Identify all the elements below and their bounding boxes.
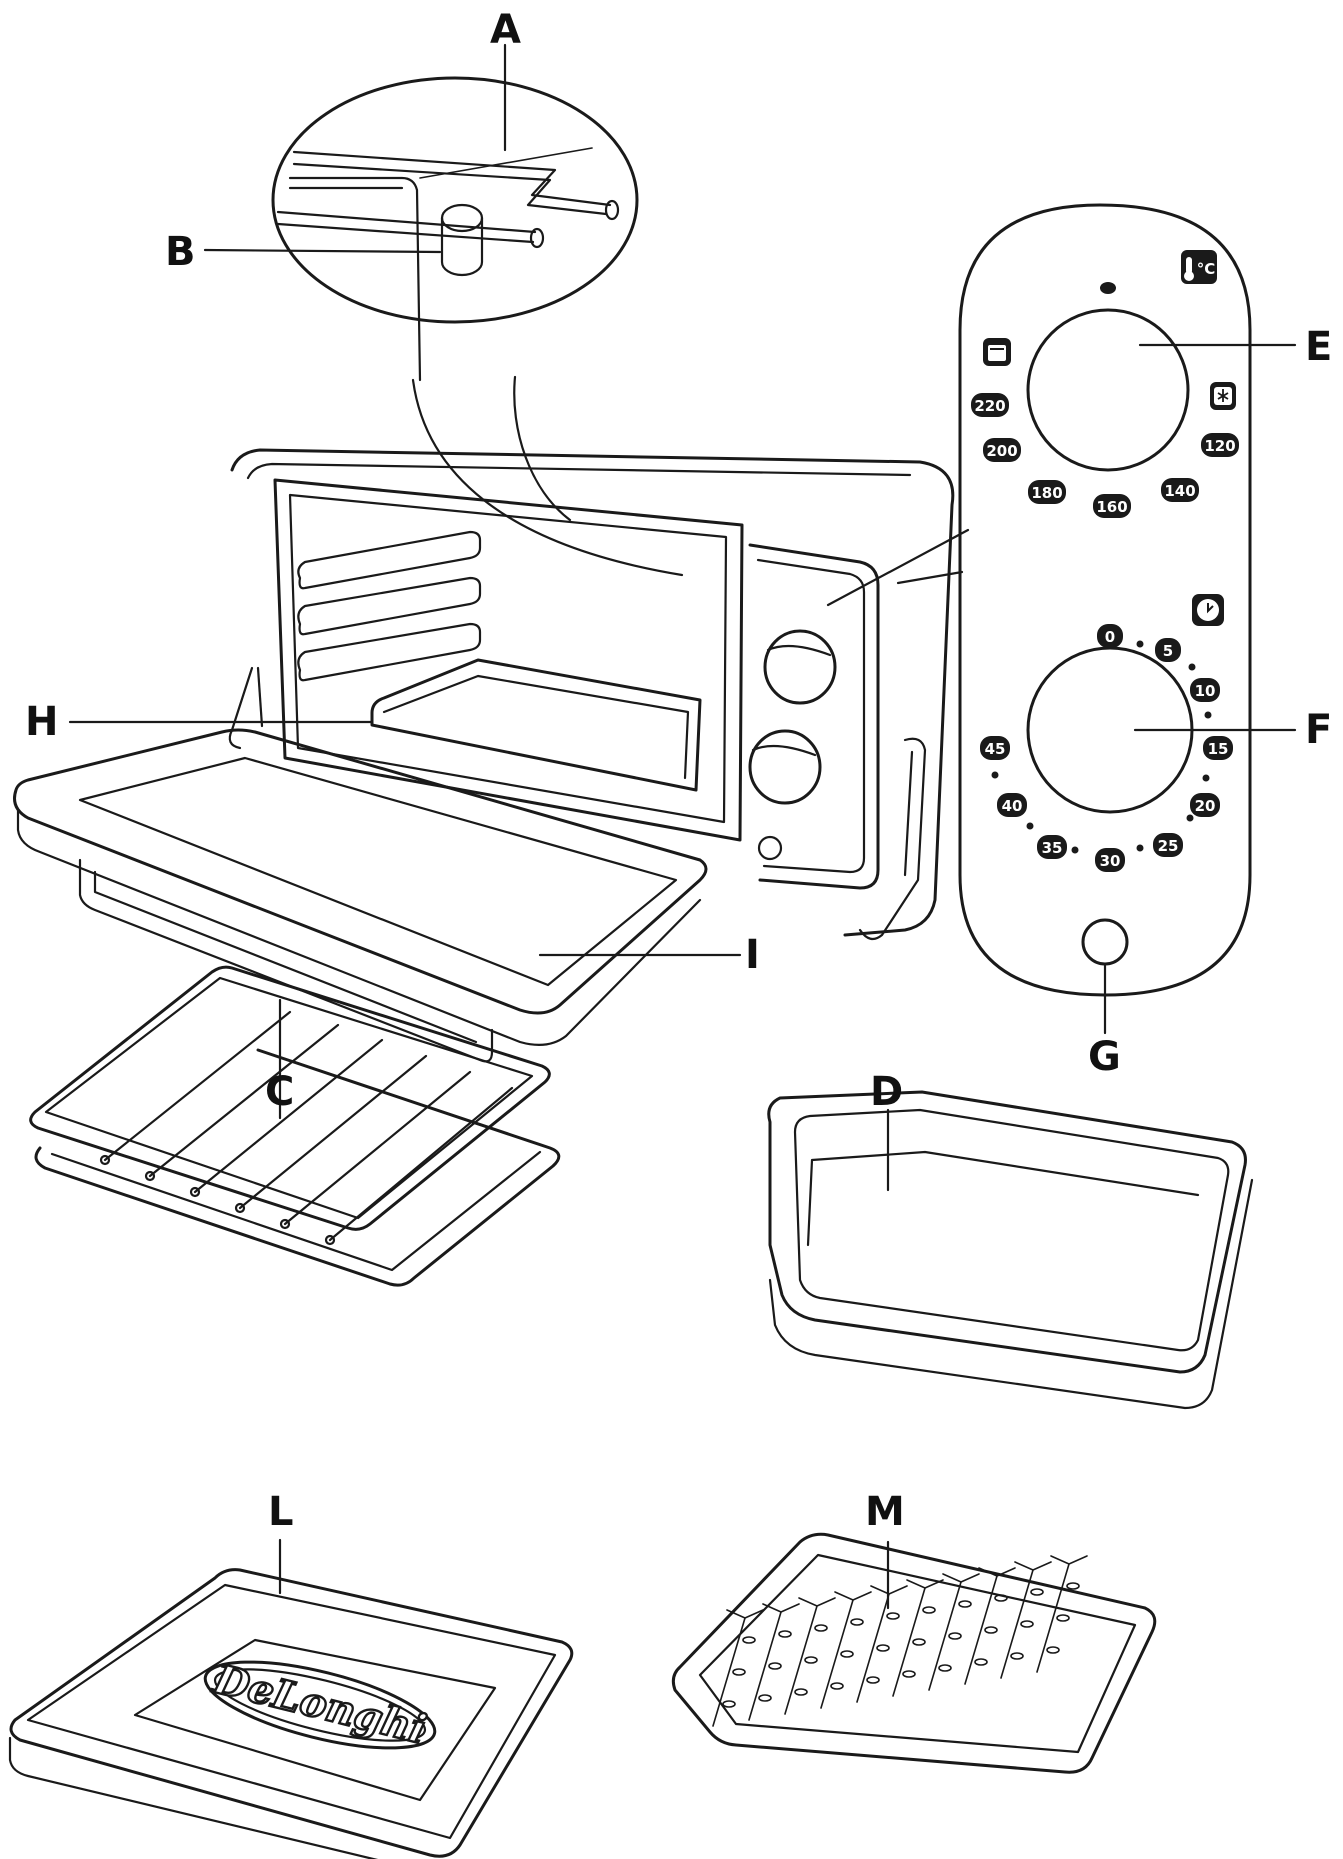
- label-m: M: [865, 1489, 905, 1535]
- svg-text:5: 5: [1163, 642, 1173, 660]
- temp-mark-220: 220: [971, 393, 1009, 417]
- svg-text:180: 180: [1031, 484, 1062, 502]
- label-e: E: [1305, 324, 1332, 370]
- temp-mark-160: 160: [1093, 494, 1131, 518]
- leader-lines: [68, 43, 1297, 1610]
- svg-text:45: 45: [985, 740, 1006, 758]
- timer-mark-5: 5: [1155, 638, 1181, 662]
- timer-mark-45: 45: [980, 736, 1010, 760]
- thermostat-knob[interactable]: [763, 629, 837, 705]
- timer-knob[interactable]: [748, 729, 822, 805]
- temperature-dial[interactable]: [1026, 308, 1190, 472]
- timer-mark-35: 35: [1037, 835, 1067, 859]
- label-a: A: [490, 7, 521, 53]
- svg-text:200: 200: [986, 442, 1017, 460]
- label-h: H: [25, 699, 58, 745]
- magnifier-inset: [271, 76, 684, 577]
- crumb-tray: DeLonghi: [8, 1568, 574, 1859]
- timer-mark-0: 0: [1097, 624, 1123, 648]
- temp-mark-200: 200: [983, 438, 1021, 462]
- defrost-icon: [1210, 382, 1236, 410]
- thermometer-celsius-icon: °C: [1181, 250, 1217, 284]
- svg-text:15: 15: [1208, 740, 1229, 758]
- label-l: L: [268, 1489, 294, 1535]
- oven-door[interactable]: [13, 728, 708, 1063]
- label-g: G: [1088, 1034, 1121, 1080]
- label-c: C: [265, 1069, 294, 1115]
- temp-mark-140: 140: [1161, 478, 1199, 502]
- timer-scale: 0 5 10 15 20 25 30 35 40 45: [980, 624, 1233, 872]
- clock-icon: [1192, 594, 1224, 626]
- label-b: B: [165, 229, 196, 275]
- baking-pan: [767, 1090, 1254, 1410]
- temp-mark-120: 120: [1201, 433, 1239, 457]
- svg-text:0: 0: [1105, 628, 1115, 646]
- timer-mark-30: 30: [1095, 848, 1125, 872]
- svg-text:220: 220: [974, 397, 1005, 415]
- label-i: I: [745, 932, 760, 978]
- label-d: D: [870, 1069, 903, 1115]
- svg-text:25: 25: [1158, 837, 1179, 855]
- oven-body: [228, 448, 955, 941]
- svg-text:160: 160: [1096, 498, 1127, 516]
- svg-text:20: 20: [1195, 797, 1216, 815]
- svg-text:120: 120: [1204, 437, 1235, 455]
- timer-mark-10: 10: [1190, 678, 1220, 702]
- svg-text:30: 30: [1100, 852, 1121, 870]
- thermostat-sensor: [440, 203, 484, 277]
- part-labels: A B E F G H I C D L M: [25, 7, 1332, 1535]
- timer-scale-dots: [991, 640, 1212, 854]
- temp-mark-180: 180: [1028, 480, 1066, 504]
- oven-icon: [983, 338, 1011, 366]
- temperature-scale: 220 200 180 160 140 120: [971, 393, 1239, 518]
- timer-mark-15: 15: [1203, 736, 1233, 760]
- heating-element: [276, 147, 620, 249]
- control-panel: [826, 203, 1252, 997]
- power-indicator-light: [1081, 918, 1129, 966]
- label-f: F: [1305, 707, 1332, 753]
- power-light-small: [757, 835, 783, 861]
- svg-text:35: 35: [1042, 839, 1063, 857]
- delonghi-logo: DeLonghi: [203, 1654, 437, 1755]
- svg-text:40: 40: [1002, 797, 1023, 815]
- svg-text:140: 140: [1164, 482, 1195, 500]
- wire-rack: [29, 965, 561, 1287]
- timer-mark-20: 20: [1190, 793, 1220, 817]
- timer-mark-25: 25: [1153, 833, 1183, 857]
- temp-unit-text: °C: [1197, 260, 1216, 278]
- grill-tray: [671, 1532, 1157, 1774]
- svg-text:10: 10: [1195, 682, 1216, 700]
- timer-mark-40: 40: [997, 793, 1027, 817]
